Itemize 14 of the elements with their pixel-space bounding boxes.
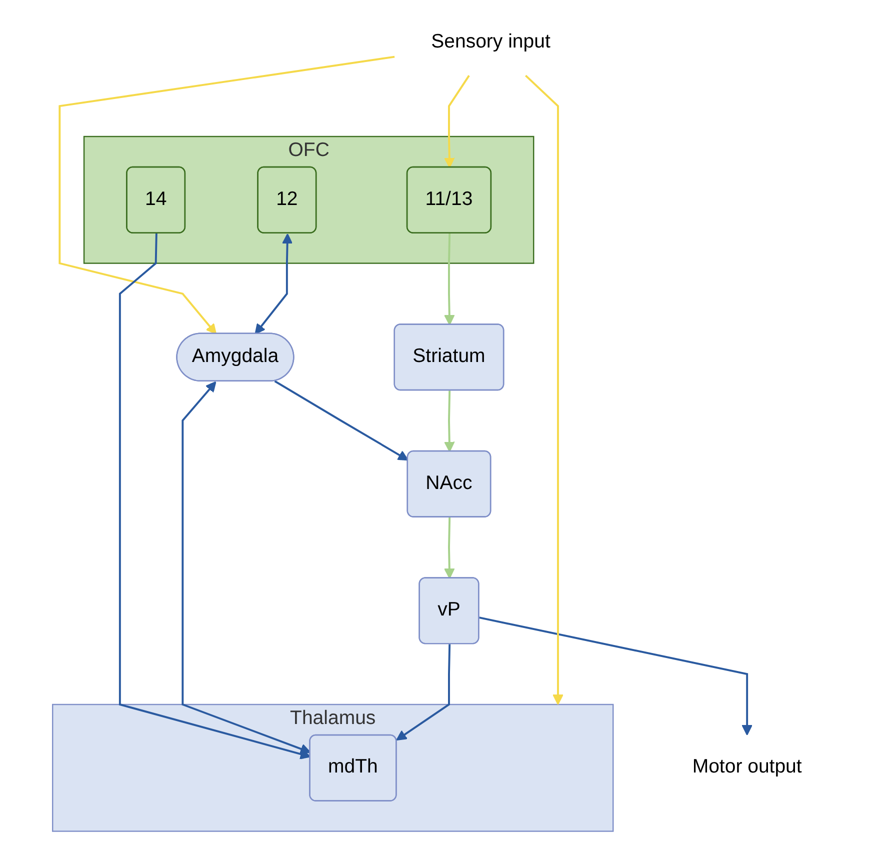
- node-text: Sensory input: [431, 32, 550, 52]
- arrow: [118, 233, 311, 760]
- arrow: [274, 380, 408, 461]
- arrow: [254, 233, 293, 334]
- arrow: [444, 390, 455, 452]
- arrow: [396, 644, 451, 741]
- arrow: [444, 517, 455, 579]
- arrow: [444, 75, 470, 168]
- arrow: [444, 233, 455, 326]
- arrow: [525, 74, 564, 705]
- arrow: [479, 616, 752, 736]
- arrow: [182, 381, 311, 754]
- arrow: [58, 56, 395, 334]
- node-text: Motor output: [692, 756, 802, 778]
